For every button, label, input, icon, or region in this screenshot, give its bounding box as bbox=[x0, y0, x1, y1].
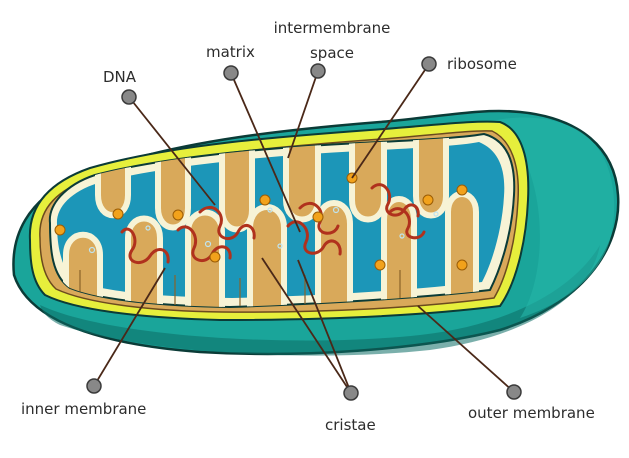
leader-cristae-a bbox=[261, 257, 352, 394]
pin-intermembrane bbox=[310, 63, 326, 79]
leader-intermembrane bbox=[287, 70, 319, 159]
pin-matrix bbox=[223, 65, 239, 81]
ribosome-dot bbox=[312, 211, 324, 223]
ribosome-dot bbox=[456, 259, 468, 271]
pin-dna bbox=[121, 89, 137, 105]
leader-matrix bbox=[230, 72, 301, 233]
leader-dna bbox=[128, 96, 216, 206]
pin-ribosome bbox=[421, 56, 437, 72]
label-intermembrane-line1: intermembrane bbox=[273, 19, 391, 37]
pin-cristae bbox=[343, 385, 359, 401]
label-intermembrane-line2: space bbox=[309, 44, 354, 62]
leader-outer-membrane bbox=[417, 305, 515, 393]
ribosome-dot bbox=[112, 208, 124, 220]
label-outer-membrane: outer membrane bbox=[468, 404, 595, 422]
pin-outer-membrane bbox=[506, 384, 522, 400]
leader-cristae-b bbox=[297, 259, 352, 394]
label-intermembrane-space: intermembrane space bbox=[262, 19, 402, 62]
ribosome-dot bbox=[422, 194, 434, 206]
label-pins bbox=[86, 56, 522, 401]
label-ribosome: ribosome bbox=[447, 55, 517, 73]
leader-inner-membrane bbox=[93, 267, 166, 387]
matrix-granules bbox=[88, 206, 439, 254]
leader-lines bbox=[93, 63, 515, 394]
label-matrix: matrix bbox=[206, 43, 255, 61]
outer-shell-cap bbox=[478, 117, 615, 319]
leader-ribosome bbox=[351, 63, 430, 179]
label-cristae: cristae bbox=[325, 416, 376, 434]
ribosome-dot bbox=[456, 184, 468, 196]
label-dna: DNA bbox=[103, 68, 137, 86]
pin-inner-membrane bbox=[86, 378, 102, 394]
ribosome-dot bbox=[374, 259, 386, 271]
label-inner-membrane: inner membrane bbox=[21, 400, 147, 418]
ribosome-dot bbox=[172, 209, 184, 221]
ribosome-dot bbox=[54, 224, 66, 236]
ribosome-dot bbox=[209, 251, 221, 263]
ribosome-dot bbox=[259, 194, 271, 206]
